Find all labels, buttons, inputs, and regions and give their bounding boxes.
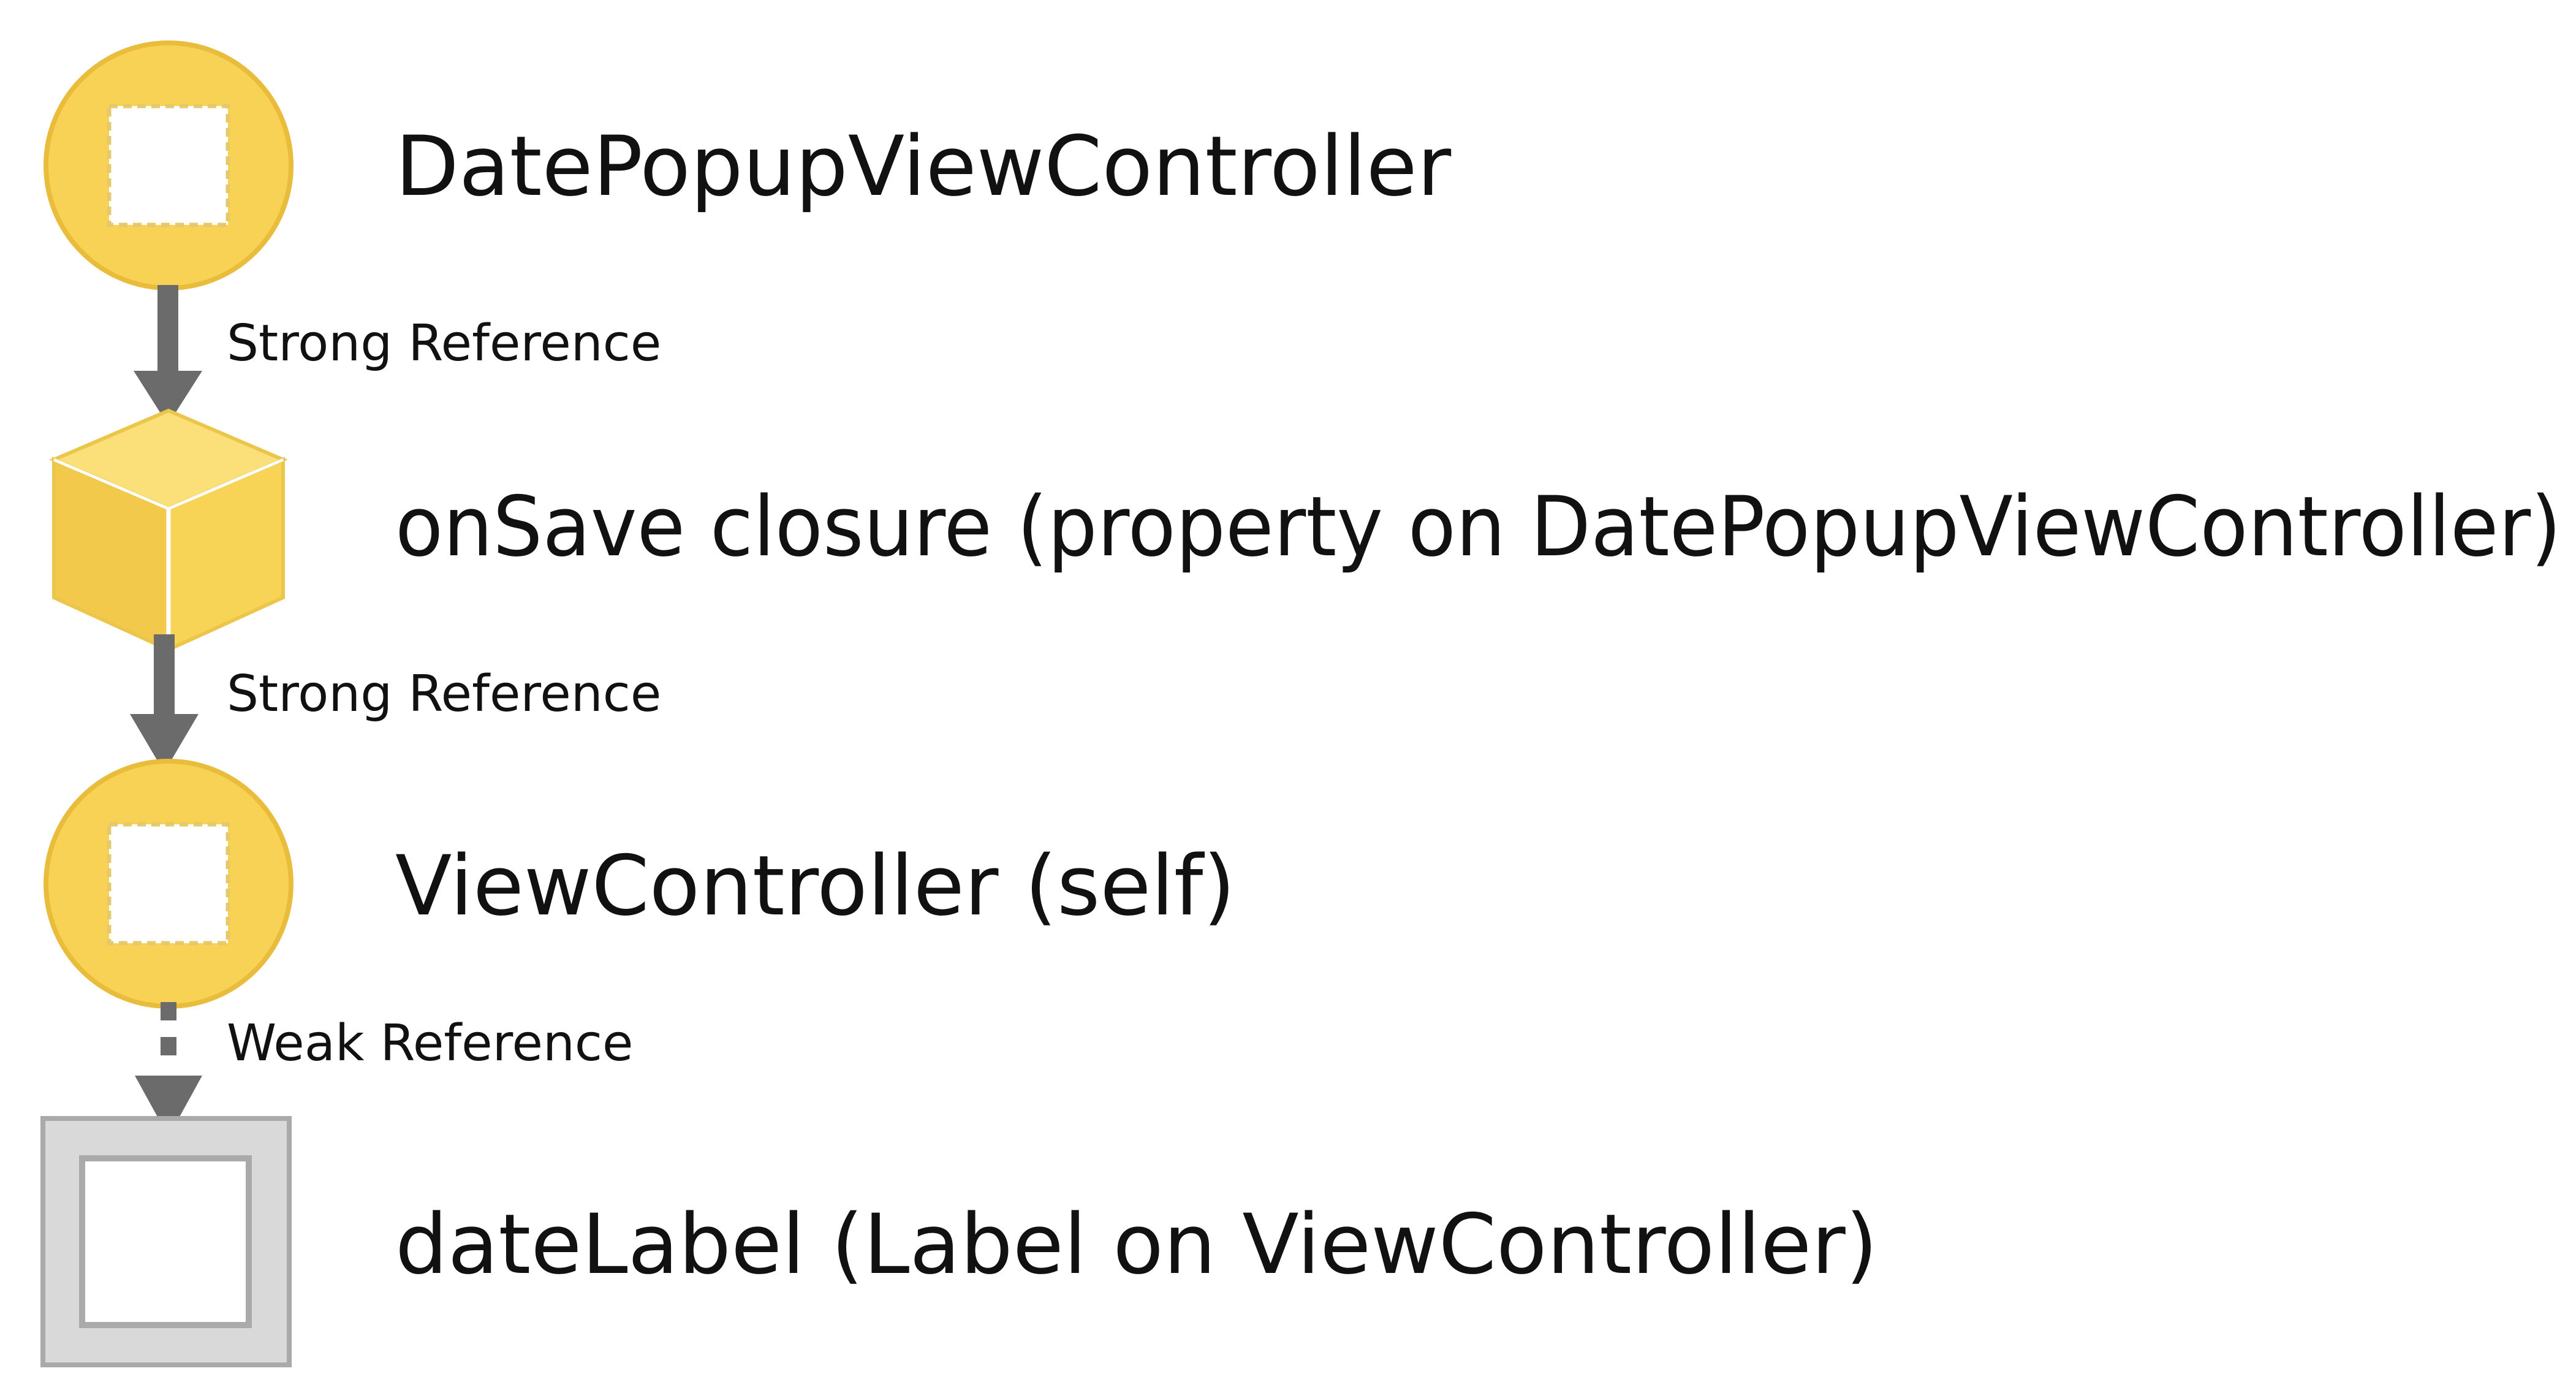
label-square-icon <box>40 1116 292 1367</box>
edge-strong-reference-1: Strong Reference <box>134 285 661 425</box>
arrow-shaft <box>154 634 175 723</box>
arrow-dot <box>161 1037 176 1055</box>
node-label: dateLabel (Label on ViewController) <box>395 1196 1877 1293</box>
node-label: onSave closure (property on DatePopupVie… <box>395 479 2561 575</box>
node-date-label: dateLabel (Label on ViewController) <box>40 1116 1877 1367</box>
arrow-head <box>130 714 199 772</box>
arrow-head <box>135 1076 202 1137</box>
node-label: DatePopupViewController <box>395 118 1452 215</box>
arrow-shaft <box>157 285 178 380</box>
object-circle-icon <box>44 759 294 1009</box>
node-date-popup-vc: DatePopupViewController <box>44 40 1452 291</box>
closure-cube-icon <box>49 408 288 653</box>
node-view-controller-self: ViewController (self) <box>44 759 1235 1009</box>
edge-strong-reference-2: Strong Reference <box>130 634 661 772</box>
arrow-dot <box>161 1002 176 1020</box>
node-on-save-closure: onSave closure (property on DatePopupVie… <box>49 408 2561 653</box>
object-circle-icon <box>44 40 294 291</box>
node-label: ViewController (self) <box>395 838 1235 934</box>
edge-weak-reference: Weak Reference <box>135 1002 633 1137</box>
edge-label: Strong Reference <box>227 314 661 373</box>
edge-label: Strong Reference <box>227 665 661 723</box>
arrow-head <box>134 371 202 425</box>
edge-label: Weak Reference <box>227 1014 633 1073</box>
